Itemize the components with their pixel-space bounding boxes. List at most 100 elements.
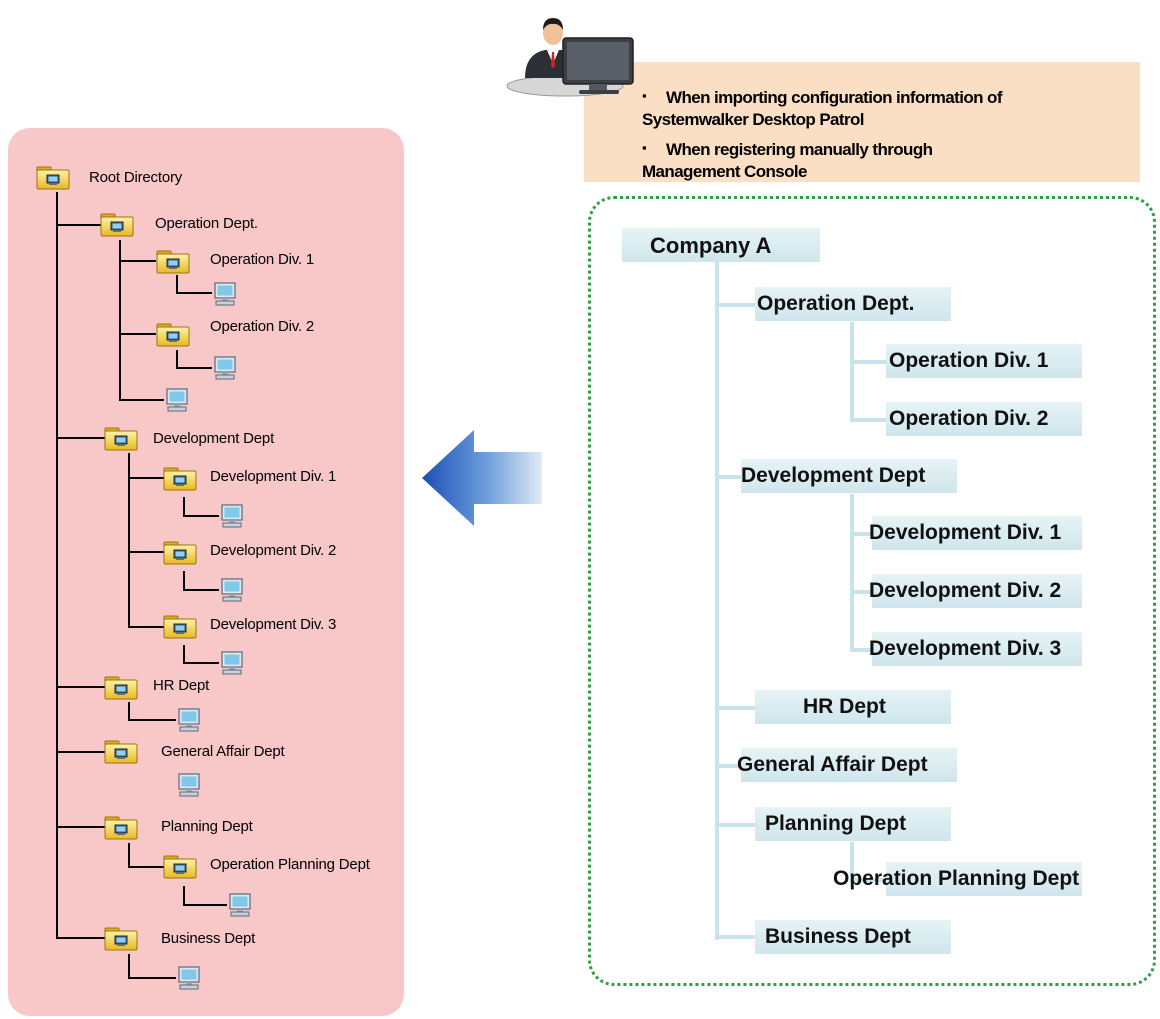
tree-connector <box>128 954 130 978</box>
folder-icon[interactable] <box>104 425 138 451</box>
org-connector <box>719 764 741 768</box>
tree-connector <box>128 626 164 628</box>
note-line-1: When importing configuration information… <box>666 88 1002 107</box>
org-label-business-dept: Business Dept <box>765 925 911 948</box>
computer-icon[interactable] <box>176 707 202 733</box>
computer-icon[interactable] <box>176 772 202 798</box>
tree-connector <box>183 497 185 515</box>
folder-icon[interactable] <box>100 211 134 237</box>
org-connector <box>854 878 888 882</box>
folder-icon[interactable] <box>156 321 190 347</box>
org-connector <box>850 842 854 882</box>
org-node-operation-div1[interactable] <box>886 344 1082 378</box>
org-label-development-div2: Development Div. 2 <box>869 579 1062 602</box>
directory-tree-panel <box>8 128 404 1016</box>
computer-icon[interactable] <box>219 577 245 603</box>
computer-icon[interactable] <box>227 892 253 918</box>
computer-icon[interactable] <box>212 355 238 381</box>
tree-connector <box>176 350 178 368</box>
org-node-development-div2[interactable] <box>872 574 1082 608</box>
user-at-computer-icon <box>506 18 634 97</box>
computer-icon[interactable] <box>219 503 245 529</box>
tree-item-hr-dept[interactable]: HR Dept <box>153 677 210 694</box>
org-node-development-dept[interactable] <box>741 459 957 493</box>
org-connector <box>850 322 854 422</box>
folder-icon[interactable] <box>104 925 138 951</box>
org-label-operation-div2: Operation Div. 2 <box>889 407 1049 430</box>
org-connector <box>719 303 755 307</box>
folder-icon[interactable] <box>163 853 197 879</box>
note-line-4: Management Console <box>642 162 808 181</box>
tree-connector <box>119 240 121 400</box>
tree-connector <box>128 843 130 867</box>
tree-connector <box>183 662 219 664</box>
org-connector <box>854 418 888 422</box>
tree-connector <box>119 333 156 335</box>
tree-connector <box>56 437 105 439</box>
org-label-development-div1: Development Div. 1 <box>869 521 1062 544</box>
tree-connector <box>128 477 164 479</box>
tree-connector <box>56 686 105 688</box>
tree-connector <box>119 260 156 262</box>
org-node-hr-dept[interactable] <box>755 690 951 724</box>
tree-connector <box>183 886 185 904</box>
org-label-general-affair-dept: General Affair Dept <box>737 753 928 776</box>
org-node-development-div3[interactable] <box>872 632 1082 666</box>
org-node-business-dept[interactable] <box>755 920 951 954</box>
computer-icon[interactable] <box>212 281 238 307</box>
tree-connector <box>128 977 176 979</box>
tree-connector <box>56 826 105 828</box>
tree-item-root[interactable]: Root Directory <box>89 169 183 186</box>
tree-connector <box>56 192 58 938</box>
folder-icon[interactable] <box>163 613 197 639</box>
org-node-general-affair-dept[interactable] <box>741 748 957 782</box>
tree-item-operation-planning-dept[interactable]: Operation Planning Dept <box>210 856 370 873</box>
org-connector <box>719 706 755 710</box>
org-node-operation-dept[interactable] <box>755 287 951 321</box>
tree-connector <box>183 589 219 591</box>
org-node-planning-dept[interactable] <box>755 807 951 841</box>
org-label-development-dept: Development Dept <box>741 464 926 487</box>
folder-icon[interactable] <box>156 248 190 274</box>
org-label-hr-dept: HR Dept <box>803 695 886 718</box>
tree-connector <box>128 551 164 553</box>
tree-connector <box>119 399 164 401</box>
tree-item-operation-div1[interactable]: Operation Div. 1 <box>210 251 315 268</box>
org-node-development-div1[interactable] <box>872 516 1082 550</box>
tree-item-development-dept[interactable]: Development Dept <box>153 430 275 447</box>
folder-icon[interactable] <box>104 674 138 700</box>
folder-icon[interactable] <box>163 539 197 565</box>
org-connector <box>719 935 755 939</box>
org-connector <box>854 360 888 364</box>
tree-connector <box>176 292 212 294</box>
tree-item-planning-dept[interactable]: Planning Dept <box>161 818 253 835</box>
note-line-3: When registering manually through <box>666 140 933 159</box>
org-connector <box>854 532 872 536</box>
org-node-operation-div2[interactable] <box>886 402 1082 436</box>
tree-item-business-dept[interactable]: Business Dept <box>161 930 256 947</box>
org-node-operation-planning-dept[interactable] <box>886 862 1082 896</box>
tree-item-development-div2[interactable]: Development Div. 2 <box>210 542 337 559</box>
computer-icon[interactable] <box>176 965 202 991</box>
folder-icon[interactable] <box>163 465 197 491</box>
folder-icon[interactable] <box>36 164 70 190</box>
tree-item-operation-dept[interactable]: Operation Dept. <box>155 215 258 232</box>
org-label-company: Company A <box>650 233 772 258</box>
tree-connector <box>128 719 176 721</box>
org-chart-container <box>588 196 1156 986</box>
org-label-operation-div1: Operation Div. 1 <box>889 349 1049 372</box>
org-connector <box>719 475 741 479</box>
tree-item-operation-div2[interactable]: Operation Div. 2 <box>210 318 315 335</box>
computer-icon[interactable] <box>219 650 245 676</box>
tree-item-development-div3[interactable]: Development Div. 3 <box>210 616 337 633</box>
note-line-2: Systemwalker Desktop Patrol <box>642 110 865 129</box>
org-node-company[interactable] <box>622 228 820 262</box>
folder-icon[interactable] <box>104 738 138 764</box>
tree-item-development-div1[interactable]: Development Div. 1 <box>210 468 337 485</box>
org-connector <box>854 648 872 652</box>
folder-icon[interactable] <box>104 814 138 840</box>
tree-connector <box>183 645 185 663</box>
computer-icon[interactable] <box>164 387 190 413</box>
tree-item-general-affair-dept[interactable]: General Affair Dept <box>161 743 285 760</box>
note-bullet: ▪ <box>642 88 647 103</box>
